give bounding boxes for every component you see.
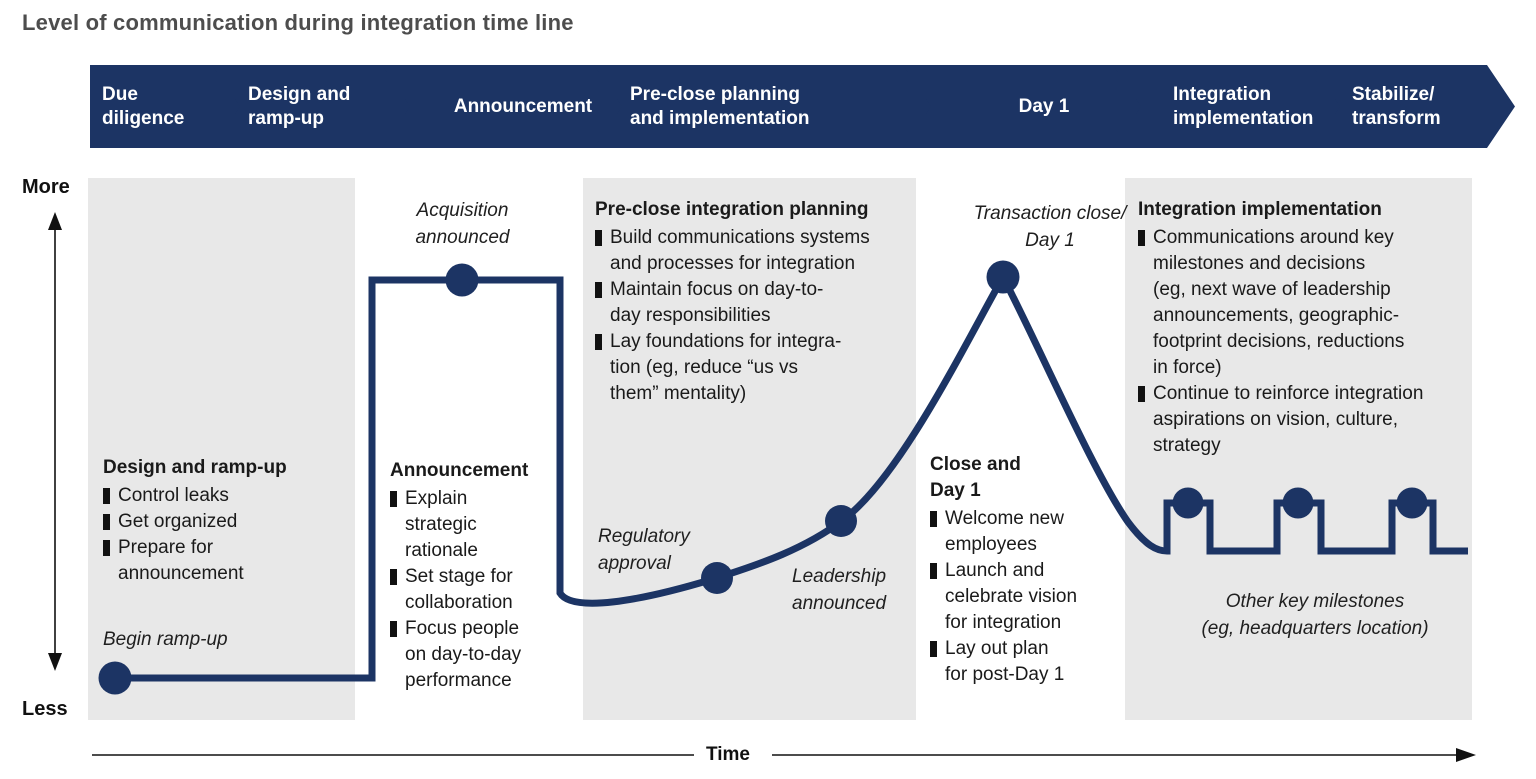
list-item: Launch and celebrate vision for integrat… bbox=[930, 558, 1108, 636]
milestone-regulatory-approval: Regulatory approval bbox=[598, 526, 690, 574]
list-item: Lay foundations for integra- tion (eg, r… bbox=[595, 329, 920, 407]
list-item: Welcome new employees bbox=[930, 506, 1108, 558]
list-item: Continue to reinforce integration aspira… bbox=[1138, 381, 1468, 459]
bullet-bar-icon bbox=[930, 563, 937, 579]
announcement-block: Announcement Explain strategic rationale… bbox=[390, 458, 555, 694]
background-panel-1 bbox=[88, 178, 355, 720]
dot-acquisition-announced bbox=[445, 263, 479, 297]
integration-implementation-heading: Integration implementation bbox=[1138, 199, 1382, 220]
bullet-bar-icon bbox=[1138, 230, 1145, 246]
integration-implementation-block: Integration implementation Communication… bbox=[1138, 197, 1468, 459]
background-panel-2 bbox=[583, 178, 916, 720]
phase-chevron-announcement: Announcement bbox=[382, 65, 646, 148]
bullet-bar-icon bbox=[390, 569, 397, 585]
bullet-bar-icon bbox=[103, 540, 110, 556]
milestone-other-key-milestones: Other key milestones (eg, headquarters l… bbox=[1201, 591, 1429, 639]
announcement-heading: Announcement bbox=[390, 460, 529, 481]
dot-regulatory-approval bbox=[701, 562, 733, 594]
phase-chevron-pre-close: Pre-close planning and implementation bbox=[594, 65, 957, 148]
bullet-bar-icon bbox=[1138, 386, 1145, 402]
x-axis-arrowhead bbox=[1456, 748, 1476, 762]
pre-close-heading: Pre-close integration planning bbox=[595, 199, 869, 220]
milestone-leadership-announced: Leadership announced bbox=[792, 566, 887, 614]
milestone-acquisition-announced: Acquisition announced bbox=[415, 200, 510, 248]
dot-other-milestone-2 bbox=[1282, 487, 1314, 519]
y-axis-arrowhead-down bbox=[48, 653, 62, 671]
y-axis-more-label: More bbox=[22, 176, 70, 198]
dot-other-milestone-1 bbox=[1172, 487, 1204, 519]
list-item: Set stage for collaboration bbox=[390, 564, 555, 616]
bullet-bar-icon bbox=[390, 621, 397, 637]
dot-other-milestone-3 bbox=[1396, 487, 1428, 519]
communication-line-path bbox=[115, 269, 1468, 682]
list-item: Focus people on day-to-day performance bbox=[390, 616, 555, 694]
close-day1-heading: Close and Day 1 bbox=[930, 454, 1021, 501]
pre-close-block: Pre-close integration planning Build com… bbox=[595, 197, 920, 407]
bullet-bar-icon bbox=[103, 514, 110, 530]
dot-transaction-close bbox=[986, 260, 1020, 294]
list-item: Maintain focus on day-to- day responsibi… bbox=[595, 277, 920, 329]
phase-chevron-due-diligence: Due diligence bbox=[90, 65, 242, 148]
list-item: Explain strategic rationale bbox=[390, 486, 555, 564]
list-item: Prepare for announcement bbox=[103, 535, 328, 587]
milestone-transaction-close: Transaction close/ Day 1 bbox=[973, 203, 1127, 251]
list-item: Lay out plan for post-Day 1 bbox=[930, 636, 1108, 688]
list-item: Control leaks bbox=[103, 483, 328, 509]
dot-begin-ramp-up bbox=[98, 661, 132, 695]
design-ramp-up-block: Design and ramp-up Control leaks Get org… bbox=[103, 455, 328, 587]
bullet-bar-icon bbox=[390, 491, 397, 507]
x-axis-time-label: Time bbox=[706, 744, 751, 765]
list-item: Communications around key milestones and… bbox=[1138, 225, 1468, 381]
page-title: Level of communication during integratio… bbox=[22, 10, 574, 35]
y-axis-arrowhead-up bbox=[48, 212, 62, 230]
bullet-bar-icon bbox=[595, 282, 602, 298]
bullet-bar-icon bbox=[595, 334, 602, 350]
list-item: Build communications systems and process… bbox=[595, 225, 920, 277]
close-day1-block: Close and Day 1 Welcome new employees La… bbox=[930, 452, 1108, 688]
y-axis-less-label: Less bbox=[22, 698, 68, 720]
bullet-bar-icon bbox=[103, 488, 110, 504]
dot-leadership-announced bbox=[825, 505, 857, 537]
background-panel-3 bbox=[1125, 178, 1472, 720]
bullet-bar-icon bbox=[930, 641, 937, 657]
milestone-begin-ramp-up: Begin ramp-up bbox=[103, 629, 228, 650]
phase-chevron-stabilize-transform: Stabilize/ transform bbox=[1312, 65, 1515, 148]
design-ramp-up-heading: Design and ramp-up bbox=[103, 457, 287, 478]
bullet-bar-icon bbox=[930, 511, 937, 527]
list-item: Get organized bbox=[103, 509, 328, 535]
bullet-bar-icon bbox=[595, 230, 602, 246]
